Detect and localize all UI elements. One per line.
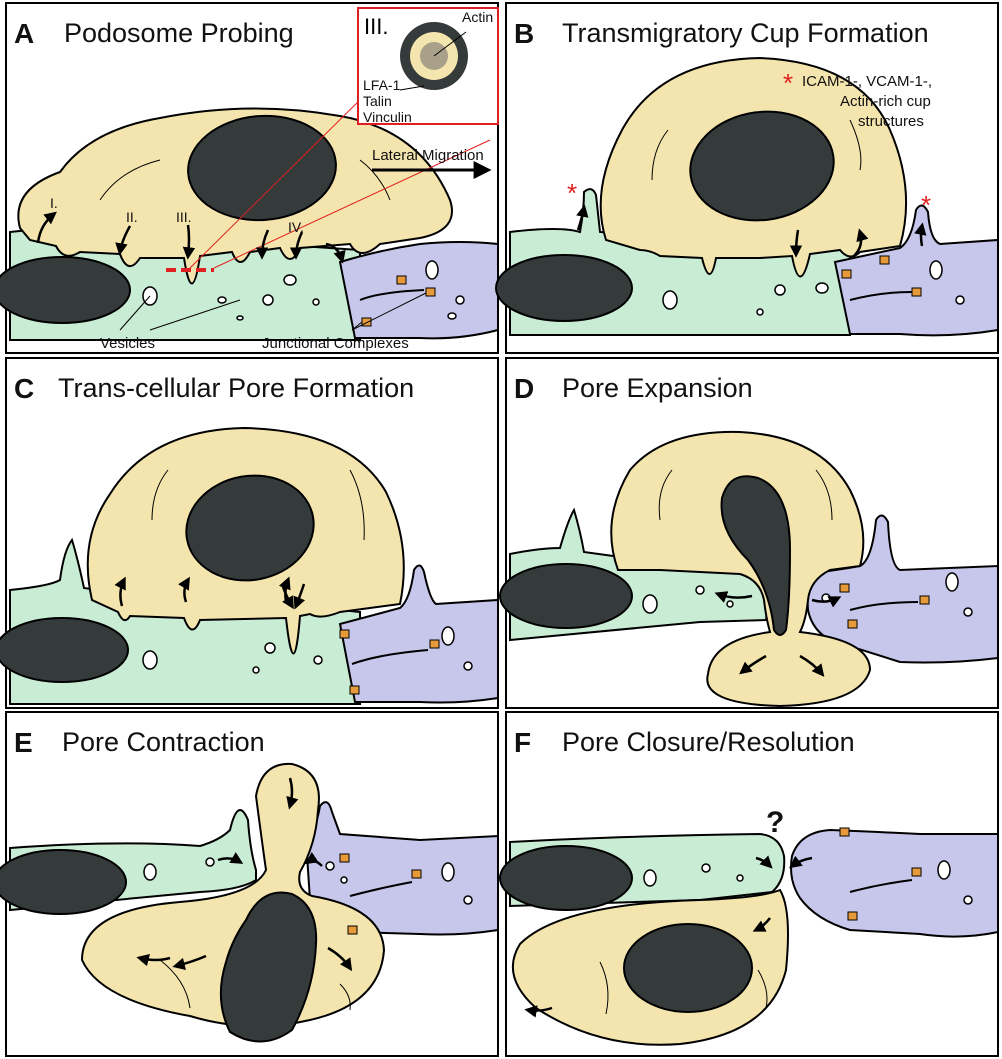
cup-marker-star: *	[921, 190, 931, 220]
panel-title: Pore Closure/Resolution	[562, 727, 855, 757]
label-step-2: II.	[126, 209, 138, 225]
panel-title: Pore Expansion	[562, 373, 753, 403]
panel-e: E Pore Contraction	[0, 712, 498, 1056]
panel-letter: E	[14, 727, 33, 758]
label-step-1: I.	[50, 195, 58, 211]
panel-d: D Pore Expansion	[500, 358, 998, 708]
endothelial-nucleus	[500, 846, 632, 910]
panel-letter: F	[514, 727, 531, 758]
inset-label: III.	[364, 14, 388, 39]
panel-letter: D	[514, 373, 534, 404]
label-vesicles: Vesicles	[100, 335, 155, 352]
panel-c: C Trans-cellular Pore Formation	[0, 358, 498, 708]
question-mark: ?	[766, 806, 784, 839]
panel-a: A Podosome Probing III. Actin LFA-1 Tali…	[0, 3, 498, 353]
panel-b: * * * B Transmigratory Cup Formation ICA…	[496, 3, 998, 353]
panel-title: Transmigratory Cup Formation	[562, 18, 929, 48]
endothelial-nucleus	[496, 255, 632, 321]
label-step-4: IV.	[288, 219, 304, 235]
endothelial-nucleus	[0, 618, 128, 682]
panel-title: Pore Contraction	[62, 727, 265, 757]
endothelial-nucleus	[0, 850, 126, 914]
panel-title: Trans-cellular Pore Formation	[58, 373, 414, 403]
endothelial-nucleus	[500, 564, 632, 628]
legend-star: *	[783, 68, 793, 98]
label-talin: Talin	[363, 93, 392, 109]
leukocyte-nucleus	[624, 924, 752, 1012]
label-step-3: III.	[176, 209, 192, 225]
endothelial-nucleus	[0, 257, 130, 323]
label-lfa1: LFA-1	[363, 77, 401, 93]
panel-title: Podosome Probing	[64, 18, 294, 48]
legend-line-3: structures	[858, 113, 924, 130]
panel-f: ? F Pore Closure/Resolution	[500, 712, 998, 1056]
cup-marker-star: *	[567, 178, 577, 208]
legend-line-2: Actin-rich cup	[840, 93, 931, 110]
label-vinculin: Vinculin	[363, 109, 412, 125]
panel-letter: A	[14, 18, 34, 49]
panel-letter: B	[514, 18, 534, 49]
panel-letter: C	[14, 373, 34, 404]
legend-line-1: ICAM-1-, VCAM-1-,	[802, 73, 932, 90]
label-junctional-complexes: Junctional Complexes	[262, 335, 409, 352]
label-actin: Actin	[462, 9, 493, 25]
label-lateral-migration: Lateral Migration	[372, 147, 484, 164]
